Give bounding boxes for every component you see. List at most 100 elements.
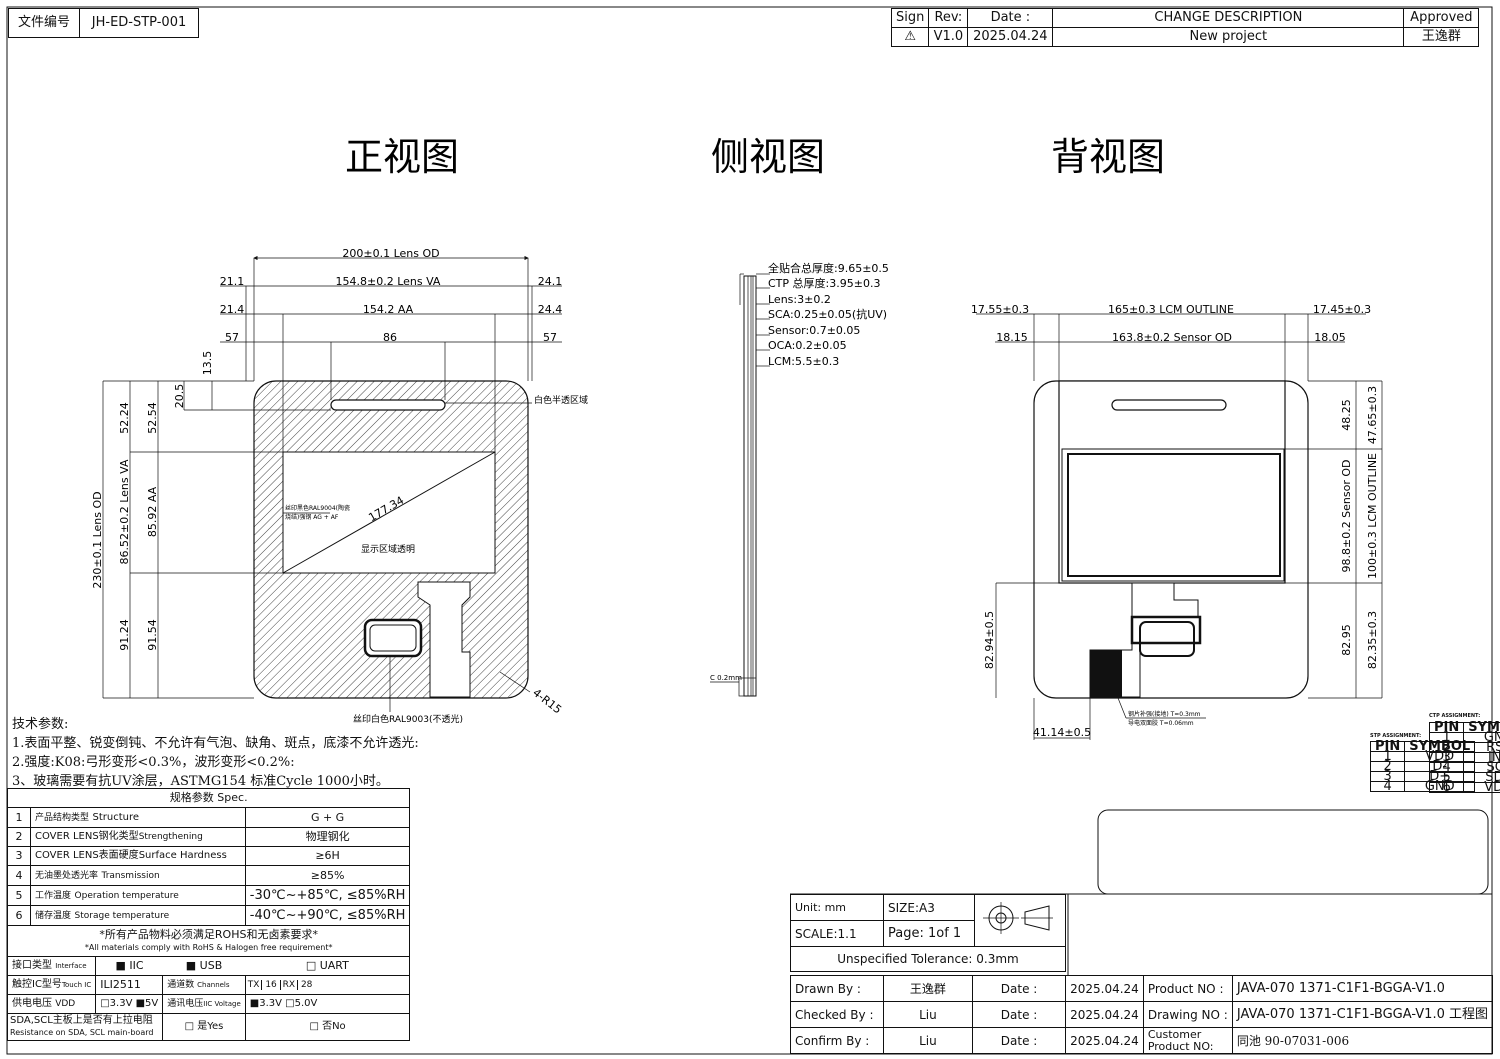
ctp-title: CTP ASSIGNMENT: [1429, 713, 1481, 719]
fpc-note-1: 钢片补强(接地) T=0.3mm [1128, 710, 1201, 718]
va-width: 154.8±0.2 Lens VA [336, 275, 441, 288]
stp-pin: 4 [1369, 780, 1406, 793]
side-dim-sensor: Sensor:0.7±0.05 [768, 324, 860, 337]
aa-height: 85.92 AA [146, 486, 159, 537]
side-tail-label: C 0.2mm [710, 674, 742, 682]
front-view: 200±0.1 Lens OD 21.1 154.8±0.2 Lens VA 2… [91, 247, 588, 725]
top-margin-b: 52.54 [146, 402, 159, 434]
iface-label-cn: 接口类型 [12, 960, 52, 971]
right-mid-b: 100±0.3 LCM OUTLINE [1366, 453, 1379, 579]
side-dim-sca: SCA:0.25±0.05(抗UV) [768, 307, 887, 321]
aa-left: 21.4 [220, 303, 245, 316]
confirm-by-value: Liu [882, 1027, 974, 1054]
spec-en: Operation temperature [74, 891, 179, 901]
spec-en: Strengthening [138, 832, 203, 842]
lcm-right: 17.45±0.3 [1313, 303, 1371, 316]
right-bottom-b: 82.35±0.3 [1366, 611, 1379, 669]
left-height: 82.94±0.5 [983, 611, 996, 669]
slot-left: 57 [225, 331, 239, 344]
pullup-no-checkbox: □ 否No [244, 1013, 411, 1041]
tx-label: TX [245, 980, 263, 990]
vdd-options: □3.3V ■5V [95, 994, 164, 1014]
page-cell: Page: 1of 1 [883, 920, 975, 947]
notes-box [1097, 809, 1489, 895]
product-no-value: JAVA-070 1371-C1F1-BGGA-V1.0 [1231, 975, 1494, 1002]
ctp-pin-table: PIN SYMBOL 1GND 2RST 3INT 4SCL 5SDA 6VDD [1428, 721, 1500, 794]
lcm-width: 165±0.3 LCM OUTLINE [1108, 303, 1234, 316]
warning-icon: ⚠ [890, 27, 930, 47]
spec-table: 规格参数 Spec. 1 产品结构类型 Structure G + G 2 CO… [6, 788, 411, 1041]
side-dim-total: 全贴合总厚度:9.65±0.5 [768, 261, 889, 275]
tx-value: 16 [265, 980, 277, 990]
spec-cn: 储存温度 [35, 911, 72, 921]
spec-cn: 产品结构类型 [35, 813, 90, 823]
spec-value: ≥6H [244, 846, 411, 866]
vdd-label-cn: 供电电压 [12, 998, 52, 1009]
lens-od-height: 230±0.1 Lens OD [91, 491, 104, 588]
date-value: 2025.04.24 [1065, 1001, 1144, 1028]
date-value: 2025.04.24 [1065, 1027, 1144, 1054]
tech-line: 1.表面平整、锐变倒钝、不允许有气泡、缺角、斑点，底漆不允许透光: [12, 736, 419, 751]
aa-width: 154.2 AA [363, 303, 414, 316]
iface-label-en: Interface [55, 962, 87, 970]
pullup-label-en: Resistance on SDA, SCL main-board [10, 1028, 154, 1037]
spec-cn: 工作温度 [35, 891, 72, 901]
drawing-no-label: Drawing NO : [1142, 1001, 1233, 1028]
slot-right: 57 [543, 331, 557, 344]
side-dim-oca: OCA:0.2±0.05 [768, 339, 847, 352]
side-stack [743, 275, 757, 697]
back-view: 17.55±0.3 165±0.3 LCM OUTLINE 17.45±0.3 … [971, 303, 1383, 740]
sensor-right: 18.05 [1314, 331, 1346, 344]
pullup-yes-checkbox: □ 是Yes [162, 1013, 246, 1041]
back-display-window [1067, 453, 1281, 577]
tech-line: 3、玻璃需要有抗UV涂层，ASTMG154 标准Cycle 1000小时。 [12, 774, 389, 789]
va-height: 86.52±0.2 Lens VA [118, 459, 131, 564]
ctp-symbol: VDD [1463, 781, 1500, 794]
size-cell: SIZE:A3 [883, 894, 975, 921]
date-label: Date : [972, 1027, 1067, 1054]
channels-en: Channels [197, 981, 230, 989]
vdd-label-en: VDD [55, 999, 76, 1009]
note-black-ink-2: 烧结)强钢 AG + AF [285, 513, 339, 521]
spec-en: Transmission [101, 871, 160, 881]
doc-id-label: 文件编号 [8, 8, 80, 38]
spec-no: 1 [7, 807, 31, 828]
front-view-title: 正视图 [345, 135, 459, 179]
doc-id-value: JH-ED-STP-001 [79, 8, 199, 38]
drawn-by-value: 王逸群 [882, 975, 974, 1002]
back-stiffener [1090, 650, 1122, 697]
iic-options: ■3.3V □5.0V [244, 994, 411, 1014]
spec-value: -40℃~+90℃, ≤85%RH [244, 905, 411, 926]
rev-date: 2025.04.24 [967, 27, 1054, 47]
stp-title: STP ASSIGNMENT: [1370, 733, 1422, 739]
spec-no: 6 [7, 905, 31, 926]
pullup-label-cn: SDA,SCL主板上是否有上拉电阻 [10, 1015, 153, 1026]
sensor-width: 163.8±0.2 Sensor OD [1112, 331, 1232, 344]
corner-radius: 4-R15 [530, 686, 564, 716]
iface-uart-checkbox: □ UART [245, 956, 411, 976]
fpc-note-2: 导电双面胶 T=0.06mm [1128, 719, 1194, 727]
rx-value: 28 [300, 980, 313, 990]
spec-no: 2 [7, 827, 31, 847]
title-block-bottom: Drawn By : 王逸群 Date : 2025.04.24 Product… [790, 975, 1494, 1054]
back-slot [1111, 399, 1227, 411]
spec-en: Storage temperature [74, 911, 170, 921]
ctp-pin: 6 [1428, 781, 1465, 794]
date-label: Date : [972, 1001, 1067, 1028]
confirm-by-label: Confirm By : [790, 1027, 884, 1054]
date-label: Date : [972, 975, 1067, 1002]
ic-value: ILI2511 [95, 975, 164, 995]
aa-right: 24.4 [538, 303, 563, 316]
drawn-by-label: Drawn By : [790, 975, 884, 1002]
back-ic [1130, 615, 1202, 645]
bottom-margin-a: 91.24 [118, 619, 131, 651]
slot-width: 86 [383, 331, 397, 344]
tech-line: 2.强度:K08:弓形变形<0.3%，波形变形<0.2%: [12, 755, 295, 770]
note-black-ink: 丝印黑色RAL9004(陶瓷 [285, 504, 350, 512]
date-value: 2025.04.24 [1065, 975, 1144, 1002]
unit-cell: Unit: mm [790, 894, 884, 921]
rev-value: V1.0 [928, 27, 969, 47]
front-slot [330, 399, 446, 411]
